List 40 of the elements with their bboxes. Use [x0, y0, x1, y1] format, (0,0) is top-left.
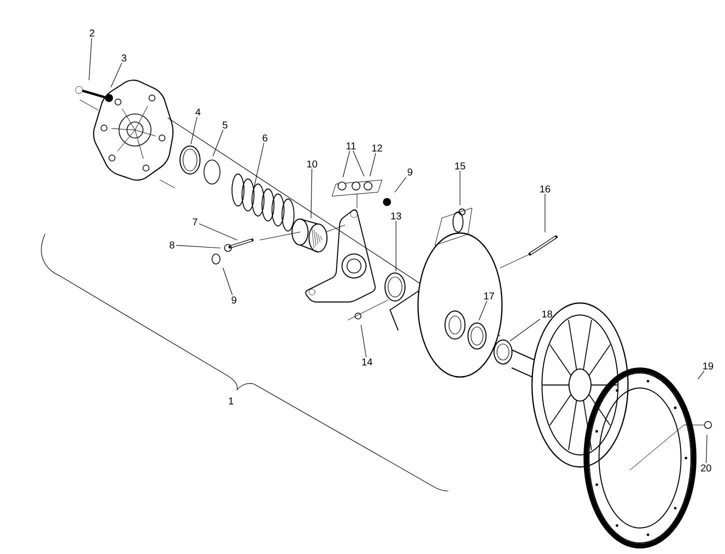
leader-line [478, 300, 488, 320]
callout-number: 4 [195, 108, 200, 116]
callout-number: 3 [122, 54, 126, 62]
callout-number: 20 [700, 464, 712, 472]
callout-number: 9 [232, 296, 236, 304]
callout-number: 7 [192, 218, 198, 226]
callout-number: 16 [540, 185, 550, 193]
callout-number: 17 [484, 292, 494, 300]
callout-number: 13 [391, 212, 402, 220]
leader-line [222, 268, 233, 296]
callout-number: 18 [542, 310, 552, 318]
leader-line [342, 150, 350, 178]
callout-number: 11 [346, 142, 356, 150]
callout-number: 1 [229, 398, 234, 404]
callout-number: 6 [262, 134, 268, 142]
leader-line [706, 434, 708, 464]
leader-line [88, 38, 92, 80]
leader-line [394, 176, 406, 192]
callout-number: 2 [90, 30, 94, 36]
leader-line [360, 324, 366, 358]
leader-line [176, 244, 220, 248]
leader-line [199, 224, 238, 240]
callout-number: 10 [307, 160, 318, 168]
leader-line [698, 370, 704, 380]
leader-line [310, 168, 312, 218]
leader-line [352, 150, 364, 176]
callout-number: 15 [455, 162, 466, 170]
callout-number: 5 [222, 122, 228, 128]
callout-number: 12 [372, 144, 382, 152]
leader-line [370, 152, 376, 176]
leader-line [544, 194, 546, 232]
leader-line [110, 62, 122, 88]
leader-line [252, 142, 264, 192]
callout-number: 19 [703, 362, 714, 370]
leader-line [190, 116, 198, 144]
callout-number: 9 [408, 168, 412, 176]
callout-number: 8 [170, 241, 174, 249]
leader-line [510, 318, 540, 342]
leader-line [212, 130, 224, 156]
callout-number: 14 [362, 358, 372, 366]
